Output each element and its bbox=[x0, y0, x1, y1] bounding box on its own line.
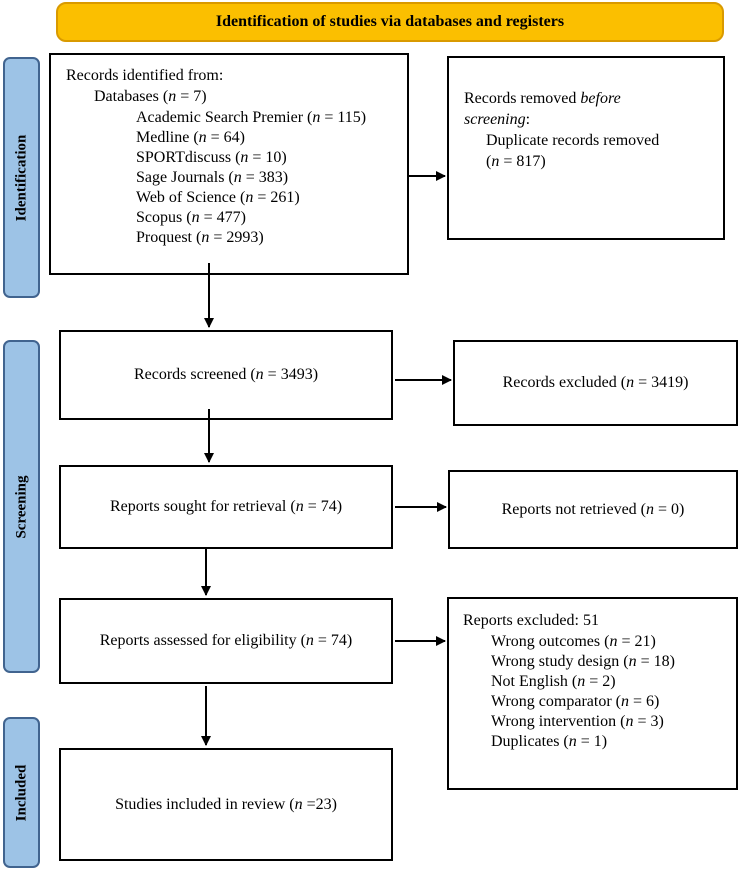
exclusion-reason: Wrong study design (n = 18) bbox=[491, 653, 675, 670]
reports-sought-label: Reports sought for retrieval (n = 74) bbox=[109, 498, 343, 515]
records-screened-label: Records screened (n = 3493) bbox=[133, 366, 319, 383]
reports-assessed-box: Reports assessed for eligibility (n = 74… bbox=[59, 598, 393, 684]
reports-excluded-box: Reports excluded: 51 Wrong outcomes (n =… bbox=[447, 597, 738, 790]
phase-identification: Identification bbox=[3, 57, 40, 298]
exclusion-reason: Wrong comparator (n = 6) bbox=[491, 693, 660, 710]
database-source: Sage Journals (n = 383) bbox=[136, 169, 289, 186]
database-source: Scopus (n = 477) bbox=[136, 209, 246, 226]
reports-not-retrieved-label: Reports not retrieved (n = 0) bbox=[501, 500, 685, 518]
records-removed-box: Records removed before screening: Duplic… bbox=[447, 56, 725, 240]
records-removed-line2: screening: bbox=[464, 111, 531, 128]
header-title: Identification of studies via databases … bbox=[215, 13, 565, 30]
records-excluded-label: Records excluded (n = 3419) bbox=[502, 374, 689, 391]
reports-assessed-label: Reports assessed for eligibility (n = 74… bbox=[99, 632, 353, 649]
records-screened-box: Records screened (n = 3493) bbox=[59, 330, 393, 420]
database-source: Academic Search Premier (n = 115) bbox=[136, 109, 367, 126]
diagram-header: Identification of studies via databases … bbox=[56, 2, 724, 42]
phase-screening: Screening bbox=[3, 340, 40, 673]
records-identified-heading: Records identified from: bbox=[66, 67, 224, 84]
reports-not-retrieved-box: Reports not retrieved (n = 0) bbox=[448, 470, 738, 549]
reports-excluded-heading: Reports excluded: 51 bbox=[463, 612, 599, 629]
exclusion-reason: Not English (n = 2) bbox=[491, 673, 616, 690]
exclusion-reason: Duplicates (n = 1) bbox=[491, 733, 608, 750]
databases-line: Databases (n = 7) bbox=[94, 88, 207, 105]
exclusion-reason: Wrong intervention (n = 3) bbox=[491, 713, 664, 730]
database-source: Medline (n = 64) bbox=[136, 129, 246, 146]
database-source-list: Academic Search Premier (n = 115) Medlin… bbox=[136, 108, 366, 248]
exclusion-reason-list: Wrong outcomes (n = 21) Wrong study desi… bbox=[491, 632, 675, 752]
duplicate-records-count: (n = 817) bbox=[486, 153, 546, 170]
database-source: Web of Science (n = 261) bbox=[136, 189, 300, 206]
reports-sought-box: Reports sought for retrieval (n = 74) bbox=[59, 465, 393, 549]
phase-included: Included bbox=[3, 717, 40, 868]
duplicate-records-line: Duplicate records removed bbox=[486, 132, 660, 149]
studies-included-box: Studies included in review (n =23) bbox=[59, 748, 393, 861]
database-source: Proquest (n = 2993) bbox=[136, 229, 264, 246]
records-excluded-box: Records excluded (n = 3419) bbox=[453, 340, 738, 426]
records-identified-box: Records identified from: Databases (n = … bbox=[49, 53, 409, 275]
studies-included-label: Studies included in review (n =23) bbox=[115, 795, 337, 813]
records-removed-line1: Records removed before bbox=[464, 90, 621, 107]
exclusion-reason: Wrong outcomes (n = 21) bbox=[491, 633, 656, 650]
database-source: SPORTdiscuss (n = 10) bbox=[136, 149, 287, 166]
